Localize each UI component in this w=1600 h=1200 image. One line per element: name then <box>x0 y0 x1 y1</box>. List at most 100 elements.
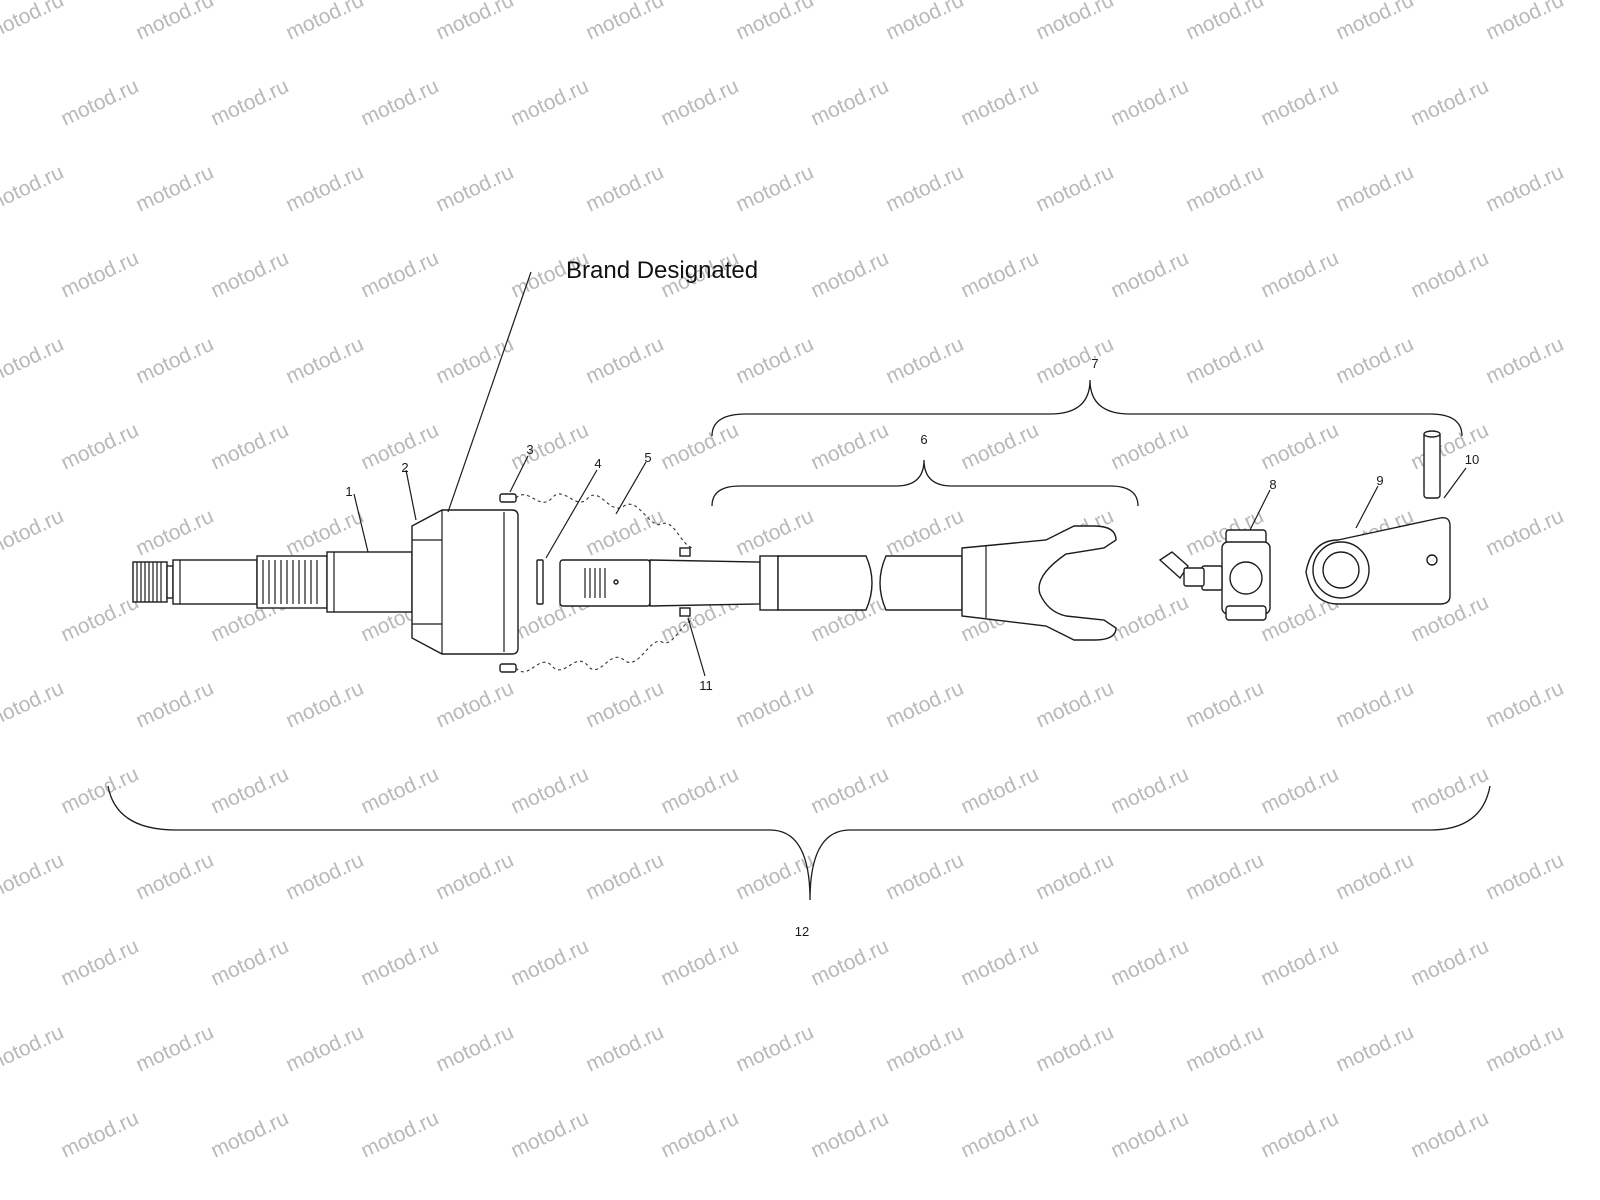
watermark-text: motod.ru <box>1182 849 1267 905</box>
part-2-outer-race <box>411 509 519 655</box>
watermark-text: motod.ru <box>432 1021 517 1077</box>
callout-11: 11 <box>699 678 713 693</box>
brace-7 <box>711 379 1463 437</box>
watermark-text: motod.ru <box>732 0 817 45</box>
watermark-text: motod.ru <box>207 419 292 475</box>
watermark-text: motod.ru <box>0 161 67 217</box>
watermark-text: motod.ru <box>207 1107 292 1163</box>
watermark-text: motod.ru <box>582 677 667 733</box>
watermark-text: motod.ru <box>57 247 142 303</box>
watermark-text: motod.ru <box>657 935 742 991</box>
watermark-text: motod.ru <box>1332 333 1417 389</box>
watermark-text: motod.ru <box>582 161 667 217</box>
watermark-text: motod.ru <box>1032 849 1117 905</box>
watermark-text: motod.ru <box>957 763 1042 819</box>
watermark-text: motod.ru <box>957 419 1042 475</box>
watermark-text: motod.ru <box>732 1021 817 1077</box>
watermark-text: motod.ru <box>1482 677 1567 733</box>
part-6-slip-yoke-shaft <box>559 525 1117 641</box>
watermark-text: motod.ru <box>1332 161 1417 217</box>
callout-12: 12 <box>795 924 809 939</box>
watermark-text: motod.ru <box>1107 935 1192 991</box>
watermark-text: motod.ru <box>807 935 892 991</box>
watermark-text: motod.ru <box>0 1021 67 1077</box>
watermark-text: motod.ru <box>357 419 442 475</box>
watermark-text: motod.ru <box>1482 161 1567 217</box>
watermark-text: motod.ru <box>507 935 592 991</box>
watermark-text: motod.ru <box>882 0 967 45</box>
watermark-text: motod.ru <box>282 677 367 733</box>
watermark-text: motod.ru <box>882 677 967 733</box>
watermark-text: motod.ru <box>1482 333 1567 389</box>
watermark-text: motod.ru <box>1332 677 1417 733</box>
watermark-text: motod.ru <box>357 763 442 819</box>
watermark-text: motod.ru <box>0 333 67 389</box>
watermark-text: motod.ru <box>1257 1107 1342 1163</box>
watermark-text: motod.ru <box>1257 763 1342 819</box>
watermark-text: motod.ru <box>57 75 142 131</box>
watermark-text: motod.ru <box>1407 935 1492 991</box>
watermark-text: motod.ru <box>1482 505 1567 561</box>
watermark-text: motod.ru <box>207 247 292 303</box>
watermark-text: motod.ru <box>957 1107 1042 1163</box>
watermark-text: motod.ru <box>1182 1021 1267 1077</box>
watermark-text: motod.ru <box>582 849 667 905</box>
brace-6 <box>711 459 1139 507</box>
watermark-text: motod.ru <box>1482 1021 1567 1077</box>
watermark-text: motod.ru <box>807 75 892 131</box>
watermark-text: motod.ru <box>57 419 142 475</box>
watermark-text: motod.ru <box>807 763 892 819</box>
watermark-text: motod.ru <box>657 75 742 131</box>
watermark-text: motod.ru <box>207 75 292 131</box>
watermark-text: motod.ru <box>1407 419 1492 475</box>
watermark-text: motod.ru <box>1407 1107 1492 1163</box>
watermark-text: motod.ru <box>132 161 217 217</box>
watermark-text: motod.ru <box>582 333 667 389</box>
watermark-text: motod.ru <box>1107 75 1192 131</box>
part-10-pin <box>1423 430 1441 499</box>
callout-8: 8 <box>1269 477 1276 492</box>
brand-designated-label: Brand Designated <box>566 257 758 284</box>
watermark-text: motod.ru <box>882 1021 967 1077</box>
callout-1: 1 <box>345 484 352 499</box>
watermark-text: motod.ru <box>1332 849 1417 905</box>
watermark-text: motod.ru <box>0 0 67 45</box>
callout-labels: 1 2 3 4 5 6 7 8 9 10 11 12 <box>345 356 1479 939</box>
watermark-text: motod.ru <box>582 1021 667 1077</box>
watermark-text: motod.ru <box>132 505 217 561</box>
watermark-text: motod.ru <box>657 1107 742 1163</box>
callout-3: 3 <box>526 442 533 457</box>
part-9-yoke <box>1305 516 1451 605</box>
watermark-text: motod.ru <box>1032 161 1117 217</box>
watermark-text: motod.ru <box>0 505 67 561</box>
watermark-text: motod.ru <box>132 333 217 389</box>
watermark-text: motod.ru <box>432 161 517 217</box>
watermark-text: motod.ru <box>357 75 442 131</box>
watermark-text: motod.ru <box>1107 763 1192 819</box>
part-1-cv-stub-shaft <box>132 551 413 613</box>
watermark-text: motod.ru <box>582 505 667 561</box>
watermark-text: motod.ru <box>1032 677 1117 733</box>
part-5-spring <box>515 493 695 673</box>
watermark-text: motod.ru <box>132 849 217 905</box>
watermark-text: motod.ru <box>807 419 892 475</box>
watermark-text: motod.ru <box>1032 333 1117 389</box>
callout-2: 2 <box>401 460 408 475</box>
watermark-text: motod.ru <box>1182 0 1267 45</box>
watermark-text: motod.ru <box>957 247 1042 303</box>
watermark-text: motod.ru <box>507 75 592 131</box>
watermark-text: motod.ru <box>1182 333 1267 389</box>
watermark-text: motod.ru <box>0 677 67 733</box>
watermark-text: motod.ru <box>0 849 67 905</box>
watermark-text: motod.ru <box>582 0 667 45</box>
watermark-text: motod.ru <box>657 763 742 819</box>
watermark-text: motod.ru <box>1032 1021 1117 1077</box>
watermark-text: motod.ru <box>1107 419 1192 475</box>
watermark-text: motod.ru <box>1332 0 1417 45</box>
watermark-text: motod.ru <box>357 935 442 991</box>
watermark-text: motod.ru <box>732 161 817 217</box>
watermark-text: motod.ru <box>507 1107 592 1163</box>
watermark-text: motod.ru <box>57 763 142 819</box>
watermark-text: motod.ru <box>1332 1021 1417 1077</box>
